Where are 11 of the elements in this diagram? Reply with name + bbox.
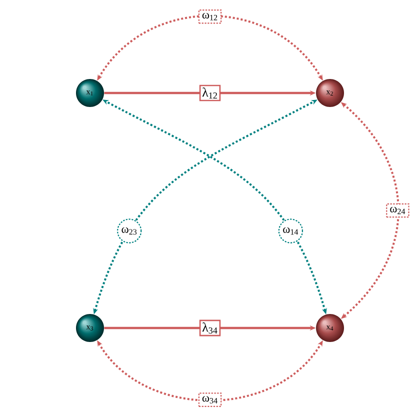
edge-label: ω$_{12}$ xyxy=(198,10,222,24)
edge-label: ω$_{14}$ xyxy=(278,218,303,244)
node-label: x$_{3}$ xyxy=(86,326,94,330)
node-label: x$_{2}$ xyxy=(326,90,333,96)
edge-label: λ$_{12}$ xyxy=(199,84,221,102)
edge-label: λ$_{34}$ xyxy=(199,320,221,336)
edge-label: ω$_{34}$ xyxy=(198,392,222,407)
node-label: x$_{4}$ xyxy=(326,326,334,330)
edge-label: ω$_{24}$ xyxy=(386,203,410,218)
node-label: x$_{1}$ xyxy=(86,90,93,96)
edge-label: ω$_{23}$ xyxy=(117,218,142,244)
